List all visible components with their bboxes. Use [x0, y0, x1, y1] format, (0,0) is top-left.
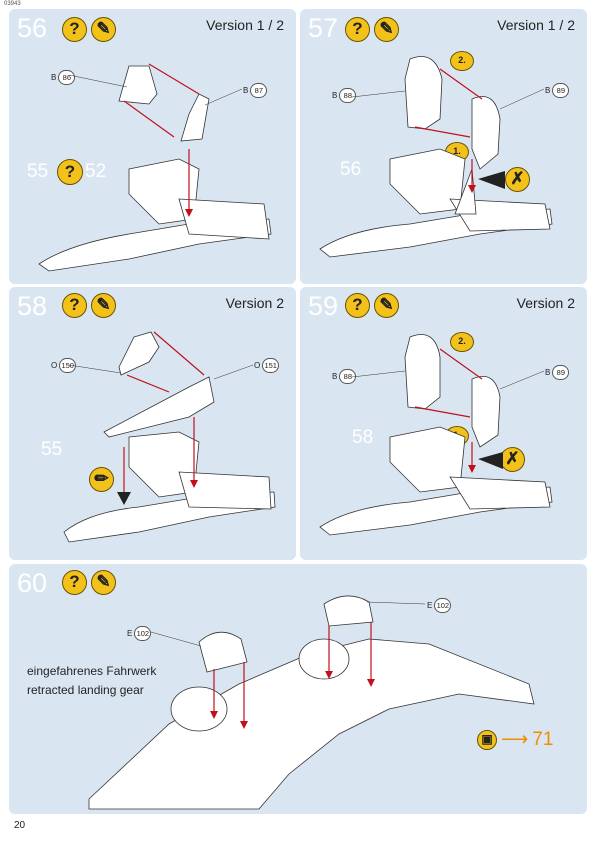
- step-57-drawing: [319, 56, 553, 258]
- ref-step-number-2: 52: [85, 161, 107, 182]
- step-56-panel: 56 ? ✎ Version 1 / 2 55 ? 52 B 86 B 87: [9, 9, 296, 284]
- part-label-e102-right: E 102: [427, 598, 452, 613]
- step-59-drawing: [319, 334, 553, 536]
- document-code: 03943: [4, 1, 21, 7]
- version-label: Version 1 / 2: [206, 17, 284, 33]
- glue-tube-icon: ✎: [374, 17, 399, 42]
- no-glue-icon: ✗: [505, 167, 530, 192]
- question-mark-icon: ?: [62, 570, 87, 595]
- step-60-drawing: [88, 595, 535, 810]
- step-58-panel: 58 ? ✎ Version 2 55 ✏ O 150 O 151: [9, 287, 296, 560]
- version-label: Version 2: [225, 295, 284, 311]
- glue-tube-icon: ✎: [374, 293, 399, 318]
- page-number: 20: [14, 820, 26, 831]
- part-label-b89: B 89: [545, 365, 570, 380]
- part-label-b88: B 88: [332, 369, 357, 384]
- ref-step-number: 55: [41, 439, 63, 460]
- step-57-panel: 57 ? ✎ Version 1 / 2 56 2. 1. ✗ B 88 B 8…: [300, 9, 587, 284]
- step-60-panel: 60 ? ✎ eingefahrenes Fahrwerk retracted …: [9, 564, 587, 814]
- ref-step-number: 55: [27, 161, 49, 182]
- order-marker-2: 2.: [450, 332, 474, 352]
- step-number: 58: [17, 291, 48, 321]
- glue-tube-icon: ✎: [91, 570, 116, 595]
- step-59-panel: 59 ? ✎ Version 2 58 2. 1. ✗ B 88 B 89: [300, 287, 587, 560]
- question-mark-icon: ?: [62, 293, 87, 318]
- order-marker-2: 2.: [450, 51, 474, 71]
- part-label-o151: O 151: [254, 358, 280, 373]
- next-step-reference: ▣ ⟶ 71: [477, 728, 553, 751]
- question-mark-icon: ?: [57, 159, 83, 185]
- step-number: 59: [308, 291, 339, 321]
- box-icon: ▣: [477, 729, 497, 750]
- next-step-number: 71: [532, 728, 554, 750]
- step-number: 60: [17, 568, 48, 598]
- part-label-e102-left: E 102: [127, 626, 152, 641]
- glue-tube-icon: ✎: [91, 17, 116, 42]
- step-56-drawing: [38, 63, 272, 272]
- paint-brush-icon: ✏: [89, 467, 114, 492]
- question-mark-icon: ?: [62, 17, 87, 42]
- glue-tube-icon: ✎: [91, 293, 116, 318]
- version-label: Version 1 / 2: [497, 17, 575, 33]
- step-number: 57: [308, 13, 339, 43]
- version-label: Version 2: [516, 295, 575, 311]
- ref-step-number: 58: [352, 427, 374, 448]
- part-label-b86: B 86: [51, 70, 76, 85]
- caption: eingefahrenes Fahrwerk retracted landing…: [27, 662, 156, 700]
- question-mark-icon: ?: [345, 293, 370, 318]
- step-58-drawing: [63, 331, 276, 543]
- part-label-b88: B 88: [332, 88, 357, 103]
- caption-english: retracted landing gear: [27, 683, 144, 697]
- no-glue-icon: ✗: [500, 447, 525, 472]
- part-label-b87: B 87: [243, 83, 268, 98]
- step-number: 56: [17, 13, 48, 43]
- part-label-o150: O 150: [51, 358, 77, 373]
- part-label-b89: B 89: [545, 83, 570, 98]
- question-mark-icon: ?: [345, 17, 370, 42]
- ref-step-number: 56: [340, 159, 362, 180]
- caption-german: eingefahrenes Fahrwerk: [27, 664, 157, 678]
- arrow-right-icon: ⟶: [501, 729, 529, 750]
